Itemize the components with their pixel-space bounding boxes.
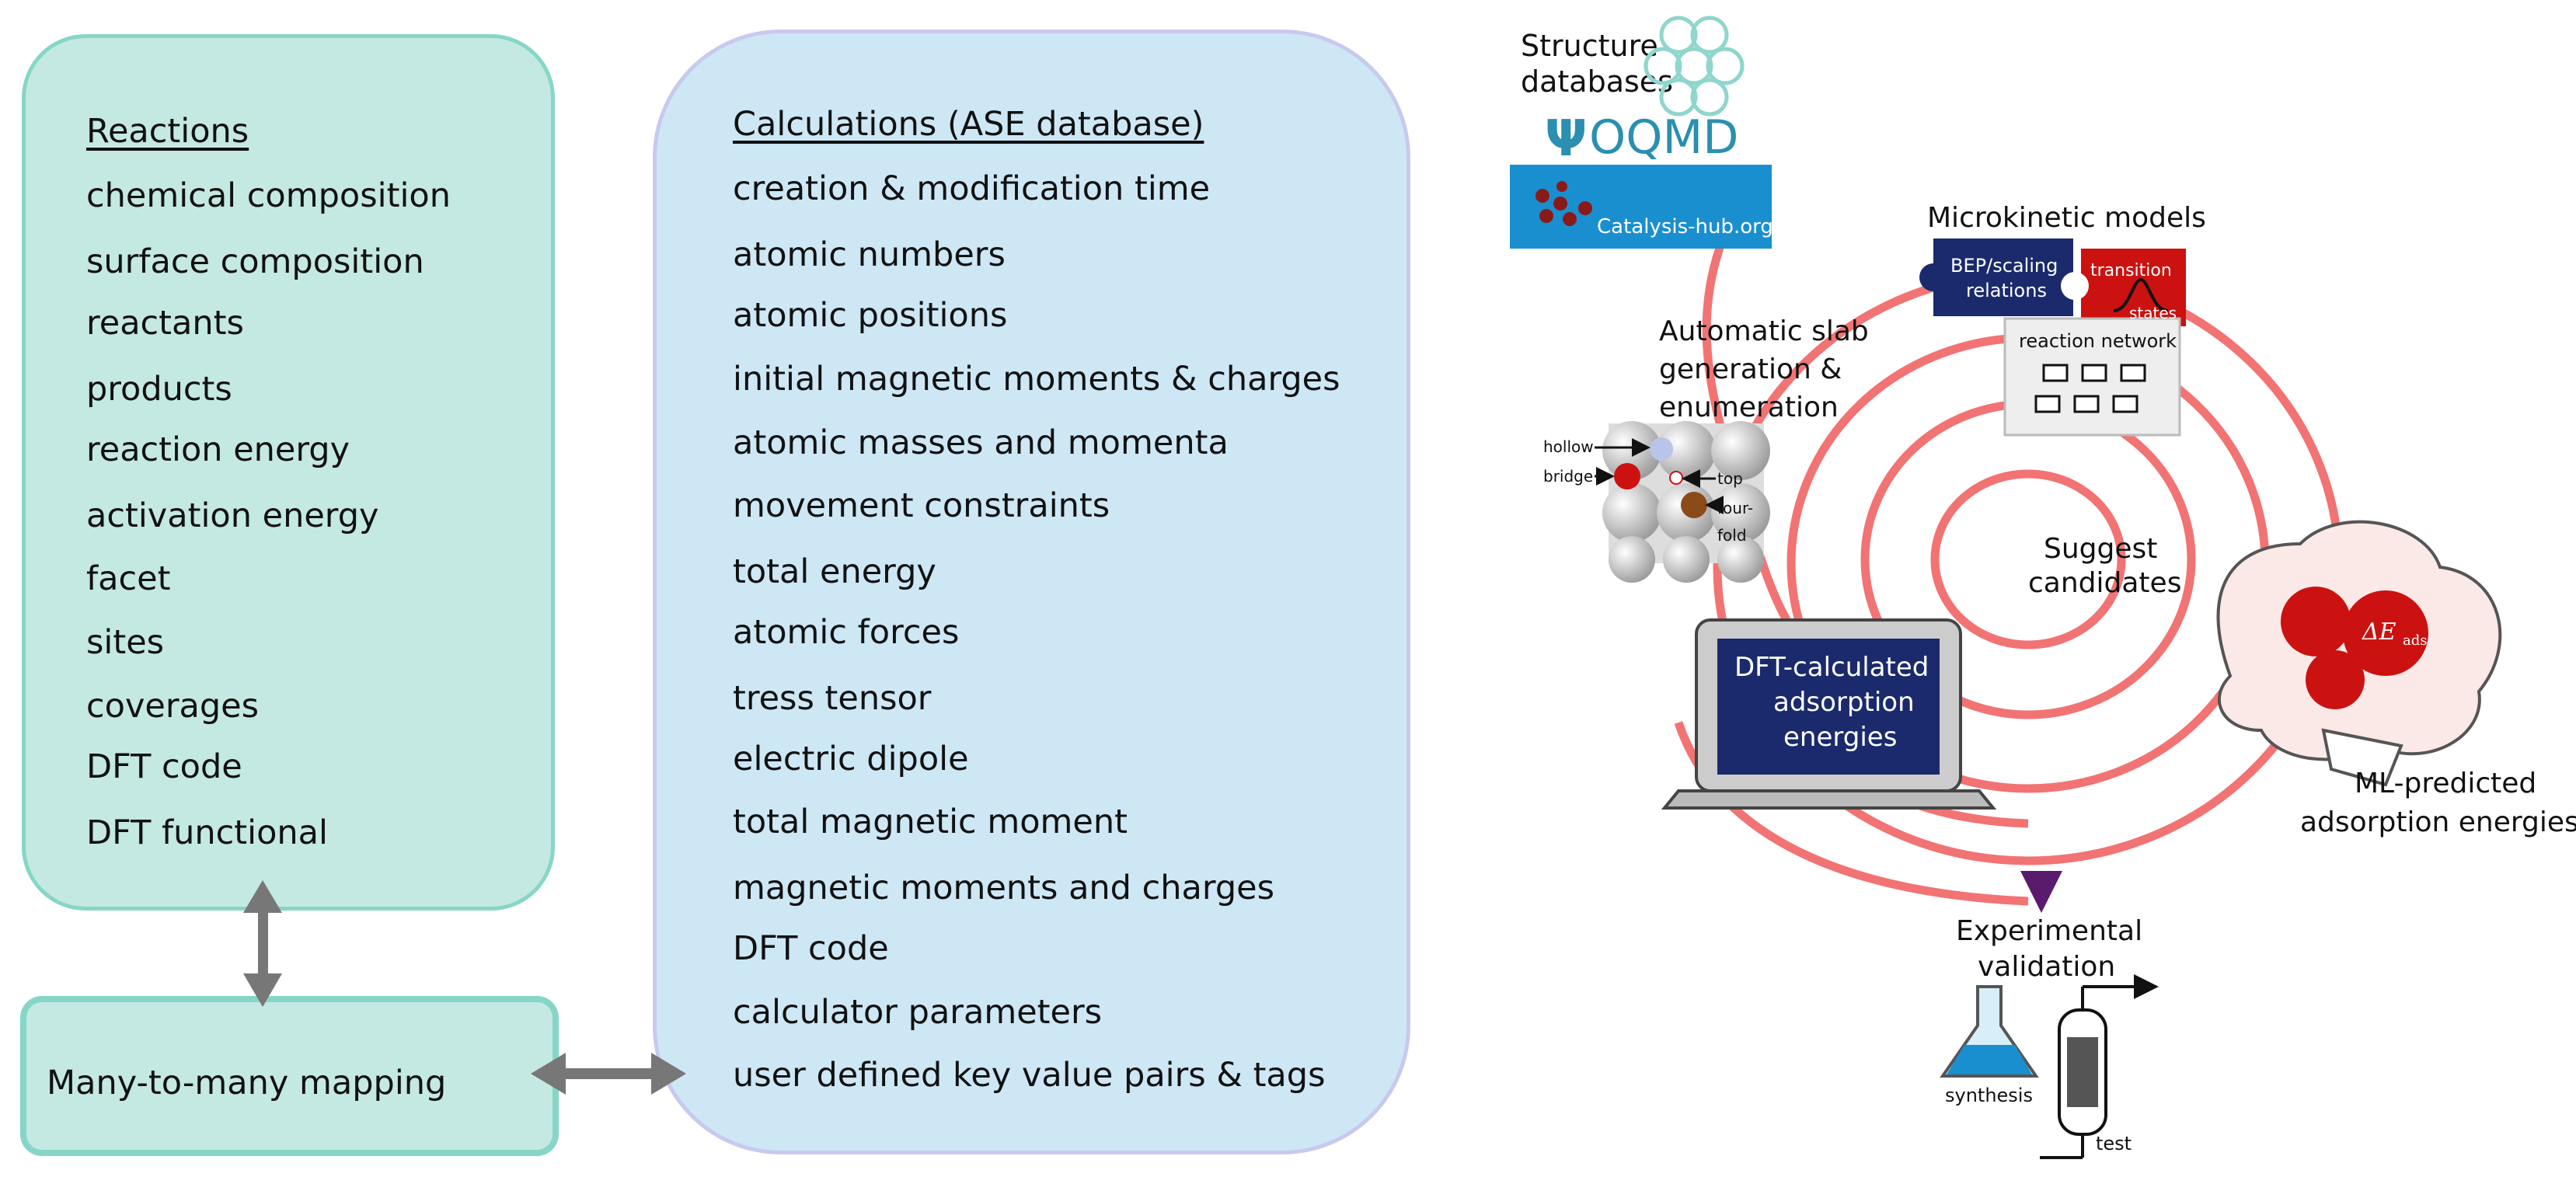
mapping-label: Many-to-many mapping: [47, 1064, 447, 1102]
site-label-fold: fold: [1717, 526, 1747, 545]
reaction-network-label: reaction network: [2019, 330, 2177, 352]
slab-surface-icon: [1602, 421, 1770, 583]
site-label-top: top: [1717, 469, 1743, 488]
reactions-item-reaction-energy: reaction energy: [86, 430, 350, 469]
slab-label-line1: Automatic slab: [1659, 315, 1869, 347]
reactions-panel: [22, 34, 555, 911]
calculations-panel: [653, 30, 1410, 1154]
delta-e-label: ΔE: [2362, 618, 2396, 646]
dft-label-line2: adsorption: [1773, 687, 1915, 718]
vertical-double-arrow: [243, 880, 282, 1007]
mapping-panel: [20, 996, 559, 1156]
dft-label-line1: DFT-calculated: [1734, 652, 1929, 683]
suggest-label-line1: Suggest: [2044, 533, 2157, 565]
flask-icon: [1940, 985, 2039, 1078]
dft-label-line3: energies: [1783, 722, 1897, 753]
puzzle-piece-icon: [1919, 239, 2186, 437]
catalysis-hub-text: Catalysis-hub.org: [1597, 215, 1773, 239]
reactions-item-activation-energy: activation energy: [86, 496, 379, 535]
calc-item-creation-time: creation & modification time: [733, 169, 1211, 208]
molecule-network-icon: [1644, 16, 1745, 117]
site-label-group: hollow bridge top four- fold: [1543, 437, 1753, 545]
horizontal-double-arrow: [531, 1053, 686, 1095]
svg-text:Ψ: Ψ: [1545, 110, 1587, 168]
site-label-bridge: bridge: [1543, 467, 1593, 486]
structure-databases-label-line2: databases: [1521, 64, 1673, 99]
calc-item-total-energy: total energy: [733, 552, 936, 591]
calc-item-atomic-forces: atomic forces: [733, 613, 960, 652]
laptop-icon: [1661, 618, 1997, 810]
experimental-label-line1: Experimental: [1956, 915, 2142, 947]
slab-label-line3: enumeration: [1659, 392, 1839, 423]
calc-item-electric-dipole: electric dipole: [733, 740, 969, 778]
transition-label-line2: states: [2129, 304, 2177, 322]
calculations-heading: Calculations (ASE database): [733, 105, 1204, 144]
reactions-item-dft-code: DFT code: [86, 747, 242, 786]
reactions-item-sites: sites: [86, 623, 165, 662]
calc-item-calculator-parameters: calculator parameters: [733, 993, 1103, 1032]
delta-e-subscript: ads: [2403, 632, 2428, 649]
ml-label-line2: adsorption energies: [2300, 806, 2576, 838]
catalysis-hub-logo: [1510, 165, 1772, 249]
site-label-hollow: hollow: [1543, 437, 1594, 456]
structure-databases-label-line1: Structure: [1521, 29, 1658, 63]
transition-label-line1: transition: [2090, 261, 2172, 280]
bep-label-line1: BEP/scaling: [1950, 255, 2058, 277]
calc-item-total-magnetic-moment: total magnetic moment: [733, 803, 1128, 841]
test-label: test: [2096, 1133, 2132, 1154]
reactions-item-reactants: reactants: [86, 304, 244, 343]
reactor-icon: [2040, 974, 2159, 1159]
calc-item-movement-constraints: movement constraints: [733, 486, 1110, 525]
synthesis-label: synthesis: [1945, 1085, 2033, 1106]
bep-label-line2: relations: [1966, 280, 2047, 301]
reactions-item-facet: facet: [86, 559, 171, 598]
reactions-item-surface-composition: surface composition: [86, 242, 424, 281]
experimental-label-line2: validation: [1978, 951, 2115, 983]
calc-item-magnetic-moments-charges: magnetic moments and charges: [733, 869, 1274, 907]
slab-label-line2: generation &: [1659, 353, 1842, 385]
calc-item-user-defined-key-value: user defined key value pairs & tags: [733, 1056, 1326, 1095]
site-label-four: four-: [1717, 499, 1753, 517]
ml-label-line1: ML-predicted: [2355, 768, 2536, 799]
reactions-item-chemical-composition: chemical composition: [86, 176, 451, 215]
reactions-item-coverages: coverages: [86, 687, 260, 726]
oqmd-psi-icon: Ψ: [1545, 110, 1587, 168]
catalysis-hub-icon: [1535, 181, 1592, 226]
calc-item-atomic-numbers: atomic numbers: [733, 235, 1006, 274]
calc-item-atomic-positions: atomic positions: [733, 296, 1008, 335]
reactions-item-products: products: [86, 370, 232, 409]
calc-item-stress-tensor: tress tensor: [733, 679, 932, 718]
oqmd-logo-text: OQMD: [1589, 110, 1738, 165]
site-pointer-arrows: [1595, 438, 1724, 514]
brain-icon: [2216, 520, 2502, 787]
reactions-heading: Reactions: [86, 112, 249, 151]
calc-item-dft-code: DFT code: [733, 929, 889, 968]
microkinetic-label: Microkinetic models: [1927, 202, 2206, 234]
calc-item-atomic-masses: atomic masses and momenta: [733, 423, 1229, 462]
calc-item-initial-magnetic-moments: initial magnetic moments & charges: [733, 360, 1340, 399]
reactions-item-dft-functional: DFT functional: [86, 813, 328, 852]
suggest-label-line2: candidates: [2028, 567, 2181, 599]
